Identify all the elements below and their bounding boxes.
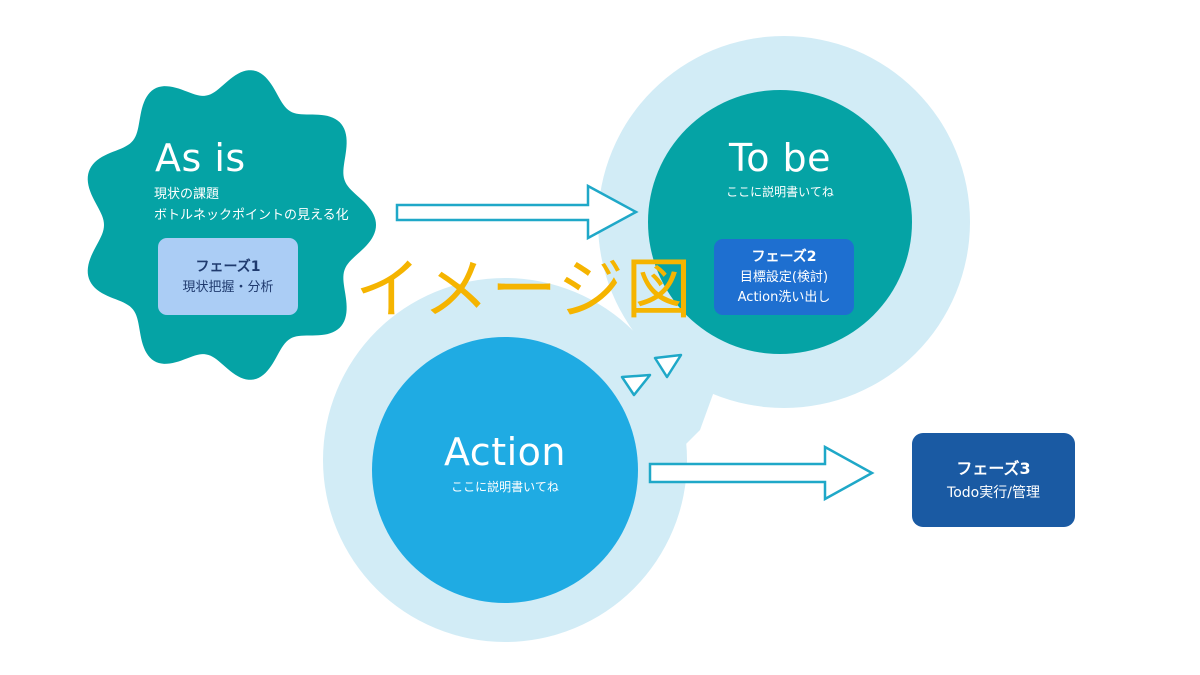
phase3-description: Todo実行/管理	[947, 485, 1040, 501]
as-is-title: As is	[155, 136, 246, 180]
phase1-box: フェーズ1 現状把握・分析	[158, 238, 298, 315]
phase1-description: 現状把握・分析	[182, 279, 274, 295]
to-be-title: To be	[728, 136, 832, 180]
as-is-desc-line2: ボトルネックポイントの見える化	[154, 208, 349, 223]
phase2-line1: 目標設定(検討)	[739, 270, 829, 285]
halo-connector	[620, 330, 720, 470]
to-be-description: ここに説明書いてね	[726, 185, 834, 199]
arrow-action-to-phase3	[648, 444, 875, 502]
image-overlay-label: イメージ図	[355, 251, 694, 328]
action-circle	[372, 337, 638, 603]
triangle-marker-1	[620, 373, 652, 397]
as-is-desc-line1: 現状の課題	[154, 187, 220, 202]
action-description: ここに説明書いてね	[451, 480, 559, 494]
phase2-box: フェーズ2 目標設定(検討) Action洗い出し	[714, 239, 854, 315]
arrow-asis-to-tobe	[395, 183, 639, 241]
phase3-box: フェーズ3 Todo実行/管理	[912, 433, 1075, 527]
action-title: Action	[443, 430, 566, 474]
phase2-line2: Action洗い出し	[737, 290, 831, 305]
phase3-title: フェーズ3	[956, 459, 1031, 478]
triangle-marker-2	[653, 353, 683, 379]
phase1-title: フェーズ1	[195, 258, 261, 275]
as-is-description: 現状の課題 ボトルネックポイントの見える化	[154, 184, 349, 226]
phase2-title: フェーズ2	[751, 249, 817, 265]
